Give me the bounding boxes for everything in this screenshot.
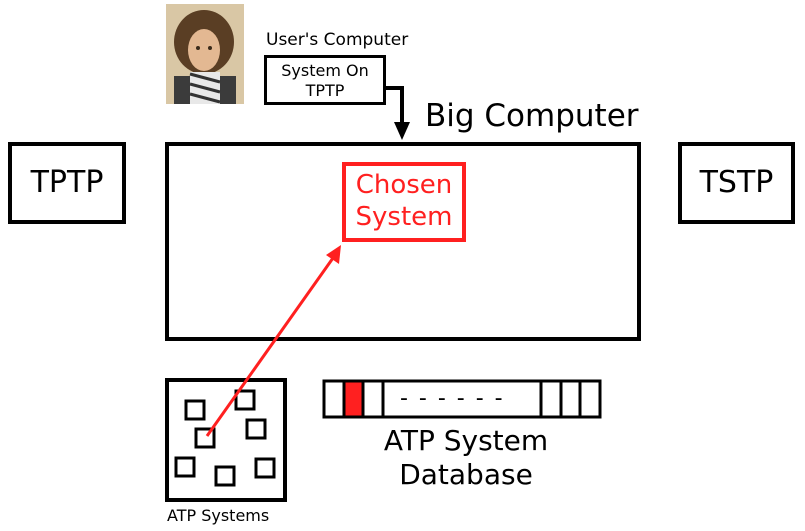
atp-system-square xyxy=(254,457,276,479)
chosen-system-line1: Chosen xyxy=(355,170,453,200)
system-on-tptp-line2: TPTP xyxy=(305,81,345,100)
atp-systems-label: ATP Systems xyxy=(167,506,270,525)
atp-system-square xyxy=(234,389,256,411)
atp-system-square xyxy=(245,418,267,440)
atp-system-square xyxy=(214,465,236,487)
choose-arrow-head xyxy=(326,245,341,264)
tptp-label: TPTP xyxy=(30,165,104,200)
submit-arrow-head xyxy=(394,122,410,140)
submit-arrow xyxy=(386,86,404,130)
database-strip xyxy=(322,379,602,419)
system-on-tptp-box: System On TPTP xyxy=(264,55,386,105)
tstp-box: TSTP xyxy=(678,142,795,224)
tptp-box: TPTP xyxy=(8,142,126,224)
big-computer-label: Big Computer xyxy=(425,98,639,134)
database-label-line1: ATP System xyxy=(383,424,549,457)
choose-arrow xyxy=(205,257,335,437)
user-photo-icon xyxy=(166,4,244,104)
atp-system-square xyxy=(184,399,206,421)
chosen-system-line2: System xyxy=(355,202,453,232)
system-on-tptp-line1: System On xyxy=(281,61,369,80)
database-label: ATP System Database xyxy=(355,424,577,492)
chosen-system-box: Chosen System xyxy=(342,162,466,242)
tstp-label: TSTP xyxy=(699,165,774,200)
database-selected-cell xyxy=(342,379,365,419)
atp-system-square xyxy=(174,456,196,478)
database-label-line2: Database xyxy=(399,458,533,491)
database-dashes: - - - - - - xyxy=(400,386,505,411)
users-computer-label: User's Computer xyxy=(266,30,409,50)
